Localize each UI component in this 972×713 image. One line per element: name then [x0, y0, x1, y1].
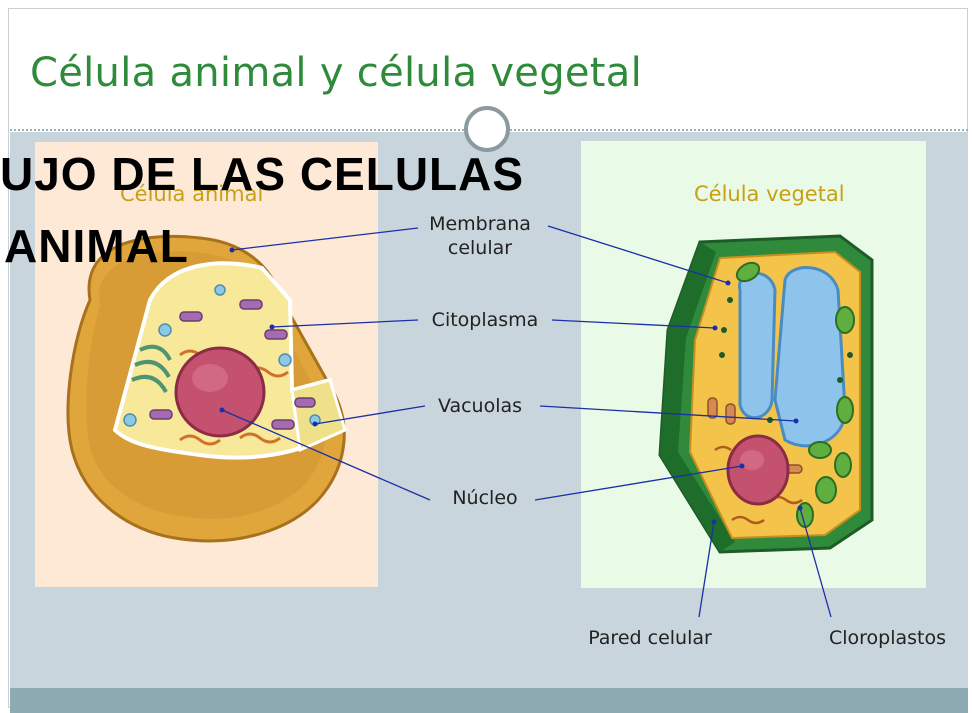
label-membrana-celular: Membrana celular: [429, 213, 531, 259]
leader-lines: [221, 225, 832, 618]
animal-cell-illustration: [66, 234, 347, 543]
label-cloroplastos: Cloroplastos: [828, 627, 947, 649]
plant-cell-title: Célula vegetal: [694, 182, 845, 206]
overlay-heading-line1: UJO DE LAS CELULAS: [0, 148, 525, 200]
slide-title: Célula animal y célula vegetal: [30, 50, 643, 96]
label-nucleo: Núcleo: [452, 487, 518, 509]
overlay-heading-line2: ANIMAL: [4, 220, 189, 272]
label-vacuolas: Vacuolas: [437, 395, 523, 417]
ring-ornament-icon: [464, 106, 510, 152]
plant-cell-illustration: [658, 234, 874, 554]
footer-bar: [10, 688, 968, 713]
label-pared-celular: Pared celular: [588, 627, 712, 649]
label-citoplasma: Citoplasma: [431, 309, 539, 331]
animal-cell-title: Célula animal: [120, 182, 264, 206]
